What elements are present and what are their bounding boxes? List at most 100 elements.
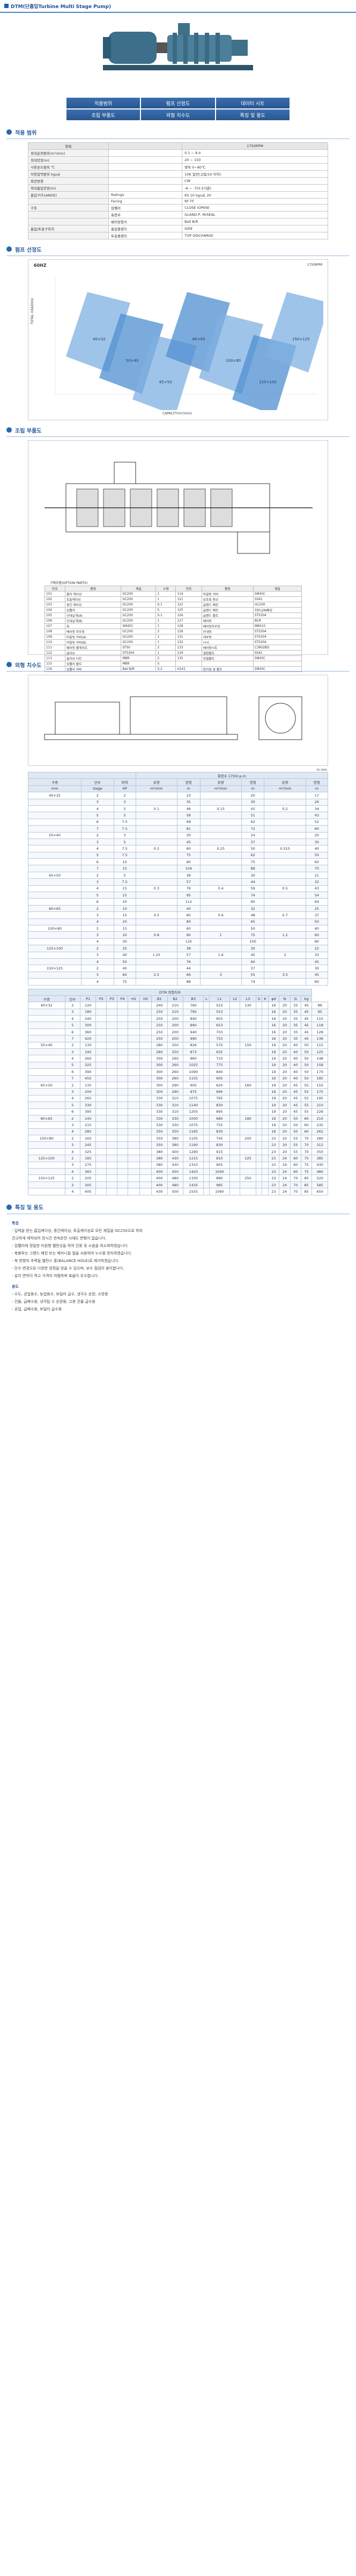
dim2-cell: 45 xyxy=(300,1028,313,1036)
parts-cell: 내부링 xyxy=(201,634,254,640)
dim1-cell xyxy=(135,792,178,799)
dim2-cell: 1330 xyxy=(182,1174,204,1182)
parts-cell: 1 xyxy=(155,623,176,629)
dim2-cell: 20 xyxy=(279,1068,291,1076)
dim1-cell xyxy=(199,878,242,886)
dim1-cell: 55 xyxy=(241,971,265,979)
dim2-cell: 20 xyxy=(279,1141,291,1149)
parts-cell xyxy=(175,661,202,667)
dim1-cell: 40 xyxy=(305,845,329,852)
use-item: - 수도, 공업용수, 농업용수, 보일러 급수, 냉각수 순환, 소방용 xyxy=(12,1291,108,1296)
dim2-cell xyxy=(255,1035,263,1042)
dim2-cell: 4 xyxy=(64,1188,81,1195)
dim2-cell: 3 xyxy=(64,1181,81,1189)
dim2-cell: 19 xyxy=(268,1075,280,1082)
dim2-cell: 19 xyxy=(268,1114,280,1122)
dim1-cell xyxy=(199,831,242,839)
spec-header-sub xyxy=(108,142,183,150)
dim2-cell: 80×65 xyxy=(28,1114,65,1122)
dim2-cell xyxy=(117,1181,129,1189)
dim1-cell xyxy=(264,898,306,906)
dim2-cell xyxy=(128,1008,140,1016)
dim1-cell xyxy=(199,851,242,859)
dim1-unit-cell: m xyxy=(177,785,201,793)
spec-cell: KS 10 kg/㎠, 20 xyxy=(182,191,328,199)
parts-cell: 129 xyxy=(175,629,202,634)
nav-features[interactable]: 특징 및 용도 xyxy=(214,108,291,121)
dim2-cell: 250 xyxy=(167,1041,183,1049)
use-item: - 건물, 급배수용, 냉각탑 수 순환용, 고층 건물 급수용 xyxy=(12,1299,95,1304)
dim1-cell: 0.2 xyxy=(135,845,178,852)
parts-cell: 106 xyxy=(44,618,65,624)
dim2-cell: 880 xyxy=(209,1174,231,1182)
dim2-cell xyxy=(117,1108,129,1115)
dim2-cell xyxy=(95,1061,107,1069)
dim2-cell xyxy=(262,1061,269,1069)
parts-cell: GC200 xyxy=(253,602,302,608)
nav-datasheet[interactable]: 데이터 시트 xyxy=(214,97,291,110)
parts-cell: C3602BD xyxy=(253,645,302,651)
dim2-cell xyxy=(240,1141,256,1149)
dim1-cell: 2 xyxy=(81,792,114,799)
dim2-cell xyxy=(255,1068,263,1076)
parts-header-cell: 재질 xyxy=(121,586,157,592)
dim2-cell xyxy=(28,1094,65,1103)
dim2-cell: 20 xyxy=(279,1088,291,1096)
dim2-cell xyxy=(262,1101,269,1109)
dim2-cell: 19 xyxy=(268,1101,280,1109)
dim2-cell xyxy=(28,1168,65,1176)
dim2-cell: 130 xyxy=(80,1041,97,1049)
dim1-cell: 4 xyxy=(81,938,114,946)
spec-cell: 20 ~ 150 xyxy=(182,156,328,164)
dim2-cell xyxy=(139,1035,152,1042)
dim2-cell: 350 xyxy=(151,1128,168,1136)
dim2-cell xyxy=(95,1075,107,1082)
nav-selection[interactable]: 펌프 선정도 xyxy=(140,97,216,110)
dim1-cell: 60 xyxy=(177,911,201,919)
dim2-cell xyxy=(203,1055,210,1062)
dim2-cell: 300 xyxy=(151,1081,168,1089)
dim2-cell: 16 xyxy=(268,1015,280,1023)
dim2-cell: 19 xyxy=(268,1088,280,1096)
dim2-cell: 330 xyxy=(151,1108,168,1115)
dim2-cell: 45 xyxy=(290,1094,302,1103)
dim2-cell: 200 xyxy=(167,1035,183,1042)
dim2-cell: 4 xyxy=(64,1128,81,1136)
dim2-cell: 262 xyxy=(312,1128,328,1136)
parts-cell: SM45C xyxy=(253,591,302,597)
dim2-cell xyxy=(262,1015,269,1023)
dim2-cell: 350 xyxy=(312,1148,328,1156)
nav-dimension[interactable]: 외형 치수도 xyxy=(140,108,216,121)
parts-cell: 볼라 케이싱 xyxy=(64,591,122,597)
dim2-cell: 1075 xyxy=(182,1094,204,1103)
dim1-cell: 6 xyxy=(81,858,114,866)
dim2-cell xyxy=(106,1101,118,1109)
nav-assembly[interactable]: 조립 부품도 xyxy=(65,108,142,121)
parts-cell: 1 xyxy=(155,634,176,640)
dim2-cell xyxy=(139,1188,152,1195)
spec-cell: 회전방향 xyxy=(28,177,109,185)
parts-cell: GC200 xyxy=(121,612,157,618)
dim1-cell: 7.5 xyxy=(113,825,136,833)
dim2-cell: 45 xyxy=(290,1088,302,1096)
dim2-cell xyxy=(203,1068,210,1076)
section-icon xyxy=(6,129,12,135)
parts-cell: 2 xyxy=(155,629,176,634)
dim2-cell xyxy=(255,1181,263,1189)
parts-cell xyxy=(253,661,302,667)
dim2-header-cell: P2 xyxy=(95,995,107,1003)
dim1-cell: 4 xyxy=(81,918,114,926)
chart-region-label: 65×50 xyxy=(159,380,172,384)
dim2-cell xyxy=(117,1135,129,1142)
parts-header-cell: 번호 xyxy=(175,586,202,592)
dim2-cell xyxy=(28,1148,65,1156)
nav-application[interactable]: 적용범위 xyxy=(65,97,142,110)
parts-cell: 116 xyxy=(44,666,65,672)
